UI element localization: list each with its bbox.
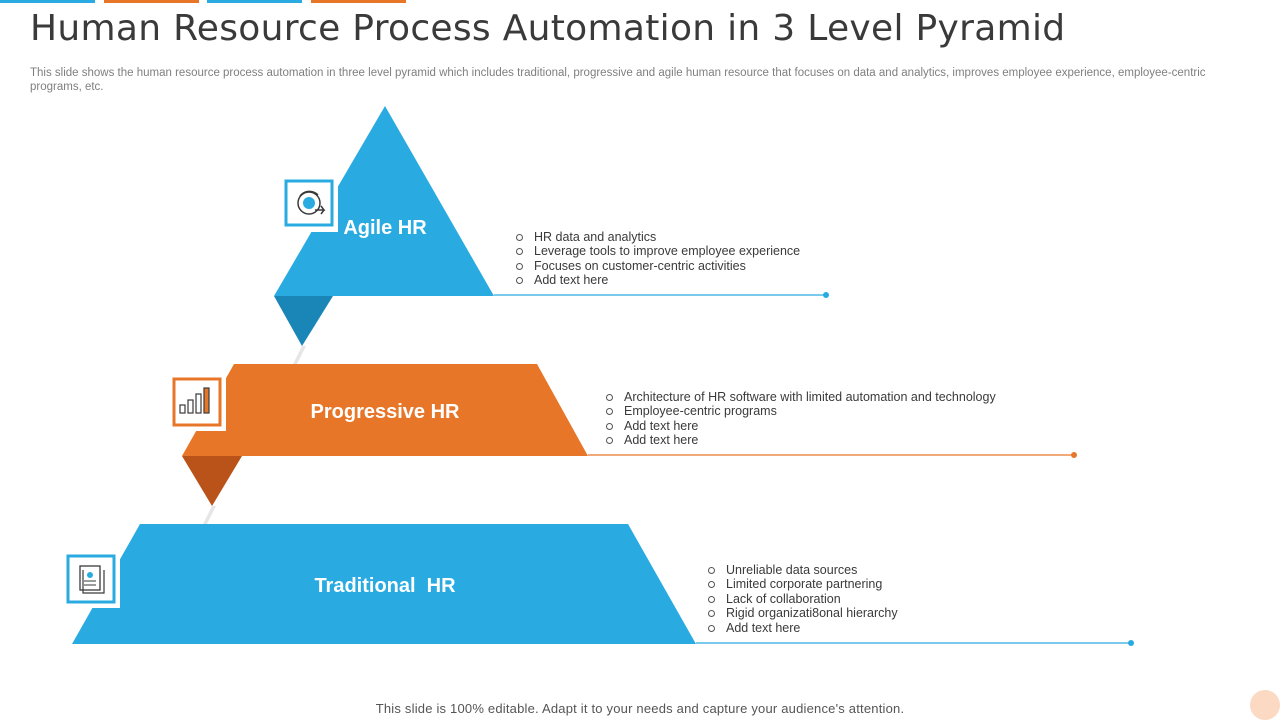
list-item: Add text here (605, 433, 996, 447)
progressive-fold (182, 456, 242, 506)
list-item: Employee-centric programs (605, 404, 996, 418)
agile-bullet-list: HR data and analytics Leverage tools to … (515, 230, 800, 288)
list-item: Rigid organizati8onal hierarchy (707, 606, 898, 620)
footer-note: This slide is 100% editable. Adapt it to… (375, 701, 905, 716)
progressive-label: Progressive HR (311, 401, 461, 423)
top-accent-bar-orange-2 (311, 0, 406, 3)
traditional-connector-dot (1128, 640, 1134, 646)
level-traditional: Traditional HR (62, 524, 1134, 646)
level-progressive: Progressive HR (168, 364, 1077, 526)
list-item: Add text here (515, 273, 800, 287)
progressive-bullet-list: Architecture of HR software with limited… (605, 390, 996, 448)
document-icon (62, 550, 120, 608)
corner-decoration (1250, 690, 1280, 720)
top-accent-bar-blue-2 (207, 0, 302, 3)
top-accent-bar-orange-1 (104, 0, 199, 3)
agile-connector-dot (823, 292, 829, 298)
list-item: Add text here (605, 419, 996, 433)
traditional-trapezoid (72, 524, 696, 644)
progressive-fold-shadow (202, 506, 216, 526)
list-item: HR data and analytics (515, 230, 800, 244)
traditional-label: Traditional HR (314, 575, 456, 597)
circular-arrows-icon (280, 176, 338, 232)
progressive-connector-dot (1071, 452, 1077, 458)
list-item: Unreliable data sources (707, 563, 898, 577)
agile-fold-shadow (292, 346, 306, 366)
list-item: Leverage tools to improve employee exper… (515, 244, 800, 258)
list-item: Lack of collaboration (707, 592, 898, 606)
progressive-trapezoid (182, 364, 588, 456)
traditional-bullet-list: Unreliable data sources Limited corporat… (707, 563, 898, 635)
list-item: Limited corporate partnering (707, 577, 898, 591)
agile-fold (274, 296, 333, 346)
level-agile: Agile HR (274, 106, 829, 366)
page-title: Human Resource Process Automation in 3 L… (30, 8, 1066, 49)
page-subtitle: This slide shows the human resource proc… (30, 67, 1206, 93)
agile-label: Agile HR (343, 217, 427, 239)
list-item: Add text here (707, 621, 898, 635)
agile-triangle (274, 106, 494, 296)
list-item: Focuses on customer-centric activities (515, 259, 800, 273)
bar-chart-icon (168, 373, 226, 431)
top-accent-bar-blue-1 (0, 0, 95, 3)
list-item: Architecture of HR software with limited… (605, 390, 996, 404)
